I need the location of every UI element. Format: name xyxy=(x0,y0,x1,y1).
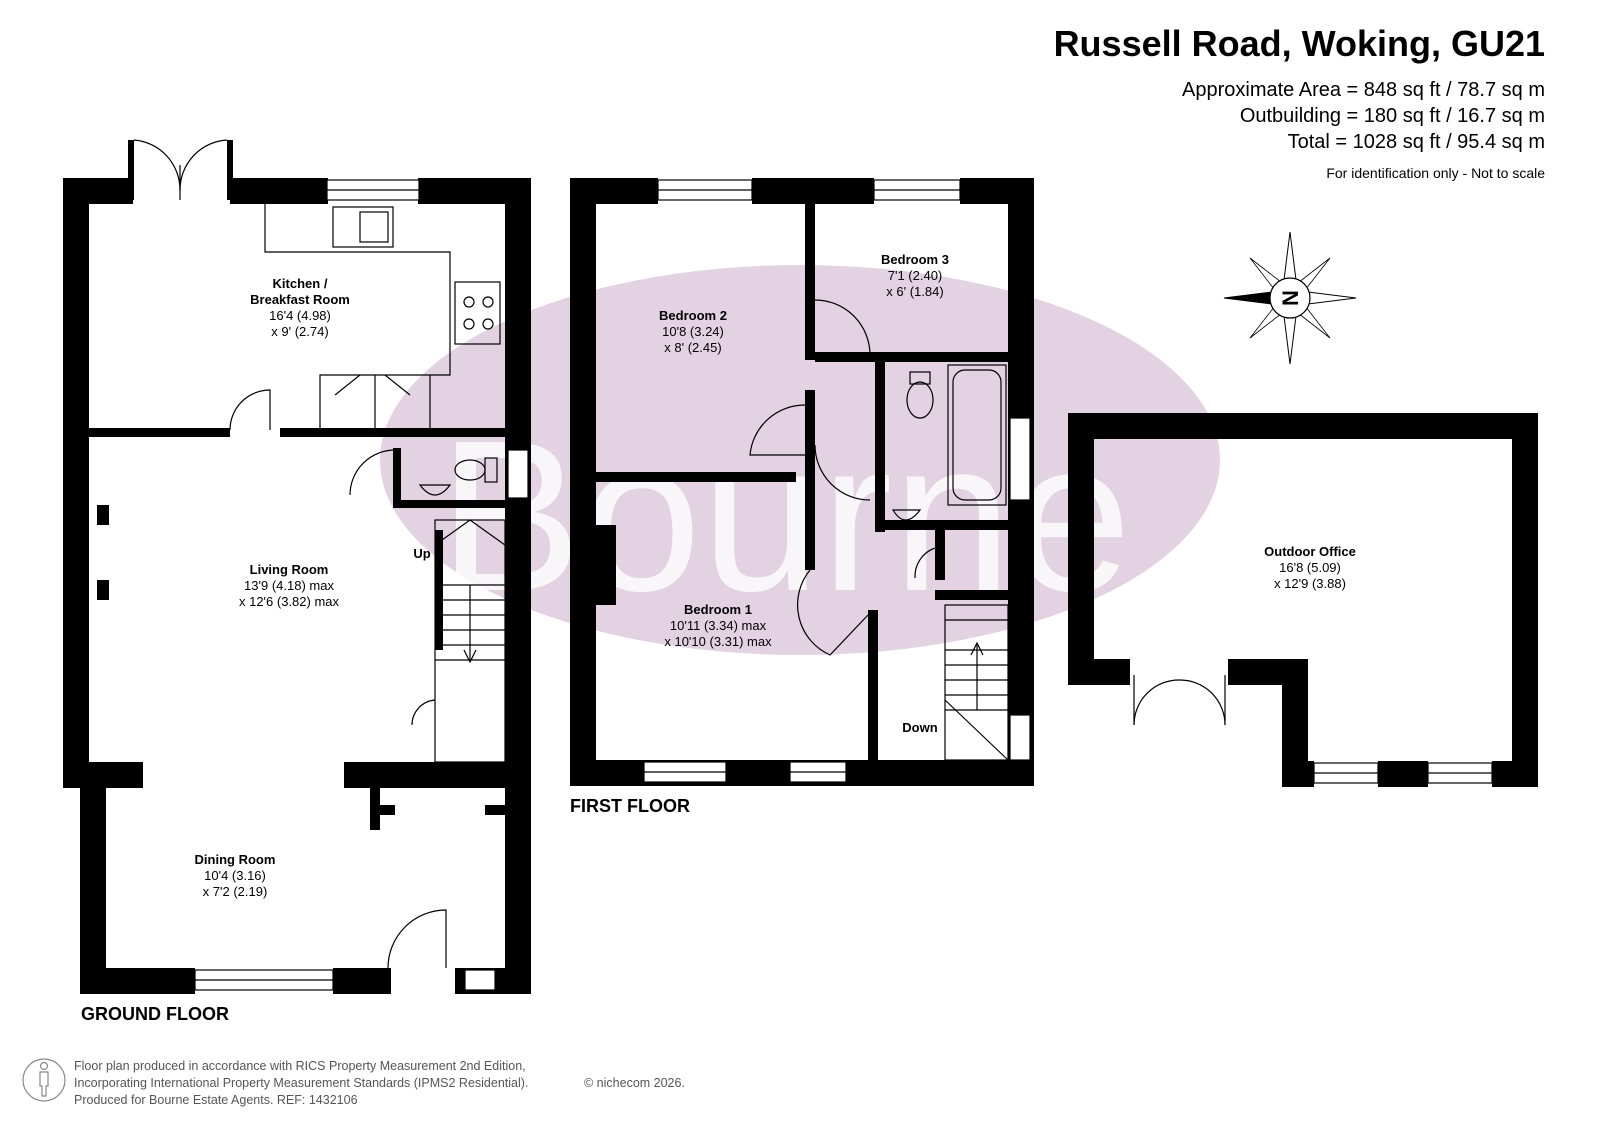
person-icon xyxy=(22,1058,66,1102)
compass-letter: N xyxy=(1278,290,1303,306)
ground-floor-fixtures xyxy=(133,139,529,991)
kitchen-dim-2: x 9' (2.74) xyxy=(271,324,328,339)
bedroom2-dim-2: x 8' (2.45) xyxy=(664,340,721,355)
footer-line-1: Floor plan produced in accordance with R… xyxy=(74,1059,526,1073)
living-dim-1: 13'9 (4.18) max xyxy=(244,578,334,593)
bedroom1-dim-1: 10'11 (3.34) max xyxy=(670,618,767,633)
ground-floor-label: GROUND FLOOR xyxy=(81,1004,229,1024)
bedroom1-name: Bedroom 1 xyxy=(684,602,752,617)
office-dim-2: x 12'9 (3.88) xyxy=(1274,576,1346,591)
dining-dim-2: x 7'2 (2.19) xyxy=(203,884,268,899)
bedroom3-name: Bedroom 3 xyxy=(881,252,949,267)
footer-copyright: © nichecom 2026. xyxy=(584,1076,685,1090)
kitchen-name-1: Kitchen / xyxy=(273,276,328,291)
property-title: Russell Road, Woking, GU21 xyxy=(1053,23,1545,64)
kitchen-dim-1: 16'4 (4.98) xyxy=(269,308,331,323)
dining-dim-1: 10'4 (3.16) xyxy=(204,868,266,883)
footer-line-3: Produced for Bourne Estate Agents. REF: … xyxy=(74,1093,358,1107)
kitchen-name-2: Breakfast Room xyxy=(250,292,350,307)
room-labels: Kitchen / Breakfast Room 16'4 (4.98) x 9… xyxy=(81,252,1356,1024)
stairs-down-label: Down xyxy=(902,720,937,735)
living-dim-2: x 12'6 (3.82) max xyxy=(239,594,340,609)
total-area: Total = 1028 sq ft / 95.4 sq m xyxy=(1287,131,1545,153)
bedroom3-dim-2: x 6' (1.84) xyxy=(886,284,943,299)
compass-rose-icon: N xyxy=(1223,231,1357,365)
bedroom3-dim-1: 7'1 (2.40) xyxy=(888,268,943,283)
approx-area: Approximate Area = 848 sq ft / 78.7 sq m xyxy=(1182,79,1545,101)
outbuilding-fixtures xyxy=(1133,675,1493,784)
bedroom2-name: Bedroom 2 xyxy=(659,308,727,323)
outbuilding-plan xyxy=(1068,413,1538,787)
office-name: Outdoor Office xyxy=(1264,544,1356,559)
outbuilding-area: Outbuilding = 180 sq ft / 16.7 sq m xyxy=(1239,105,1545,127)
bedroom2-dim-1: 10'8 (3.24) xyxy=(662,324,724,339)
first-floor-fixtures xyxy=(643,179,1031,783)
scale-note: For identification only - Not to scale xyxy=(1326,165,1545,181)
dining-name: Dining Room xyxy=(195,852,276,867)
stairs-up-label: Up xyxy=(413,546,430,561)
bedroom1-dim-2: x 10'10 (3.31) max xyxy=(664,634,772,649)
footer-line-2: Incorporating International Property Mea… xyxy=(74,1076,529,1090)
office-dim-1: 16'8 (5.09) xyxy=(1279,560,1341,575)
first-floor-label: FIRST FLOOR xyxy=(570,796,690,816)
living-name: Living Room xyxy=(250,562,329,577)
ground-floor-plan xyxy=(63,140,531,994)
